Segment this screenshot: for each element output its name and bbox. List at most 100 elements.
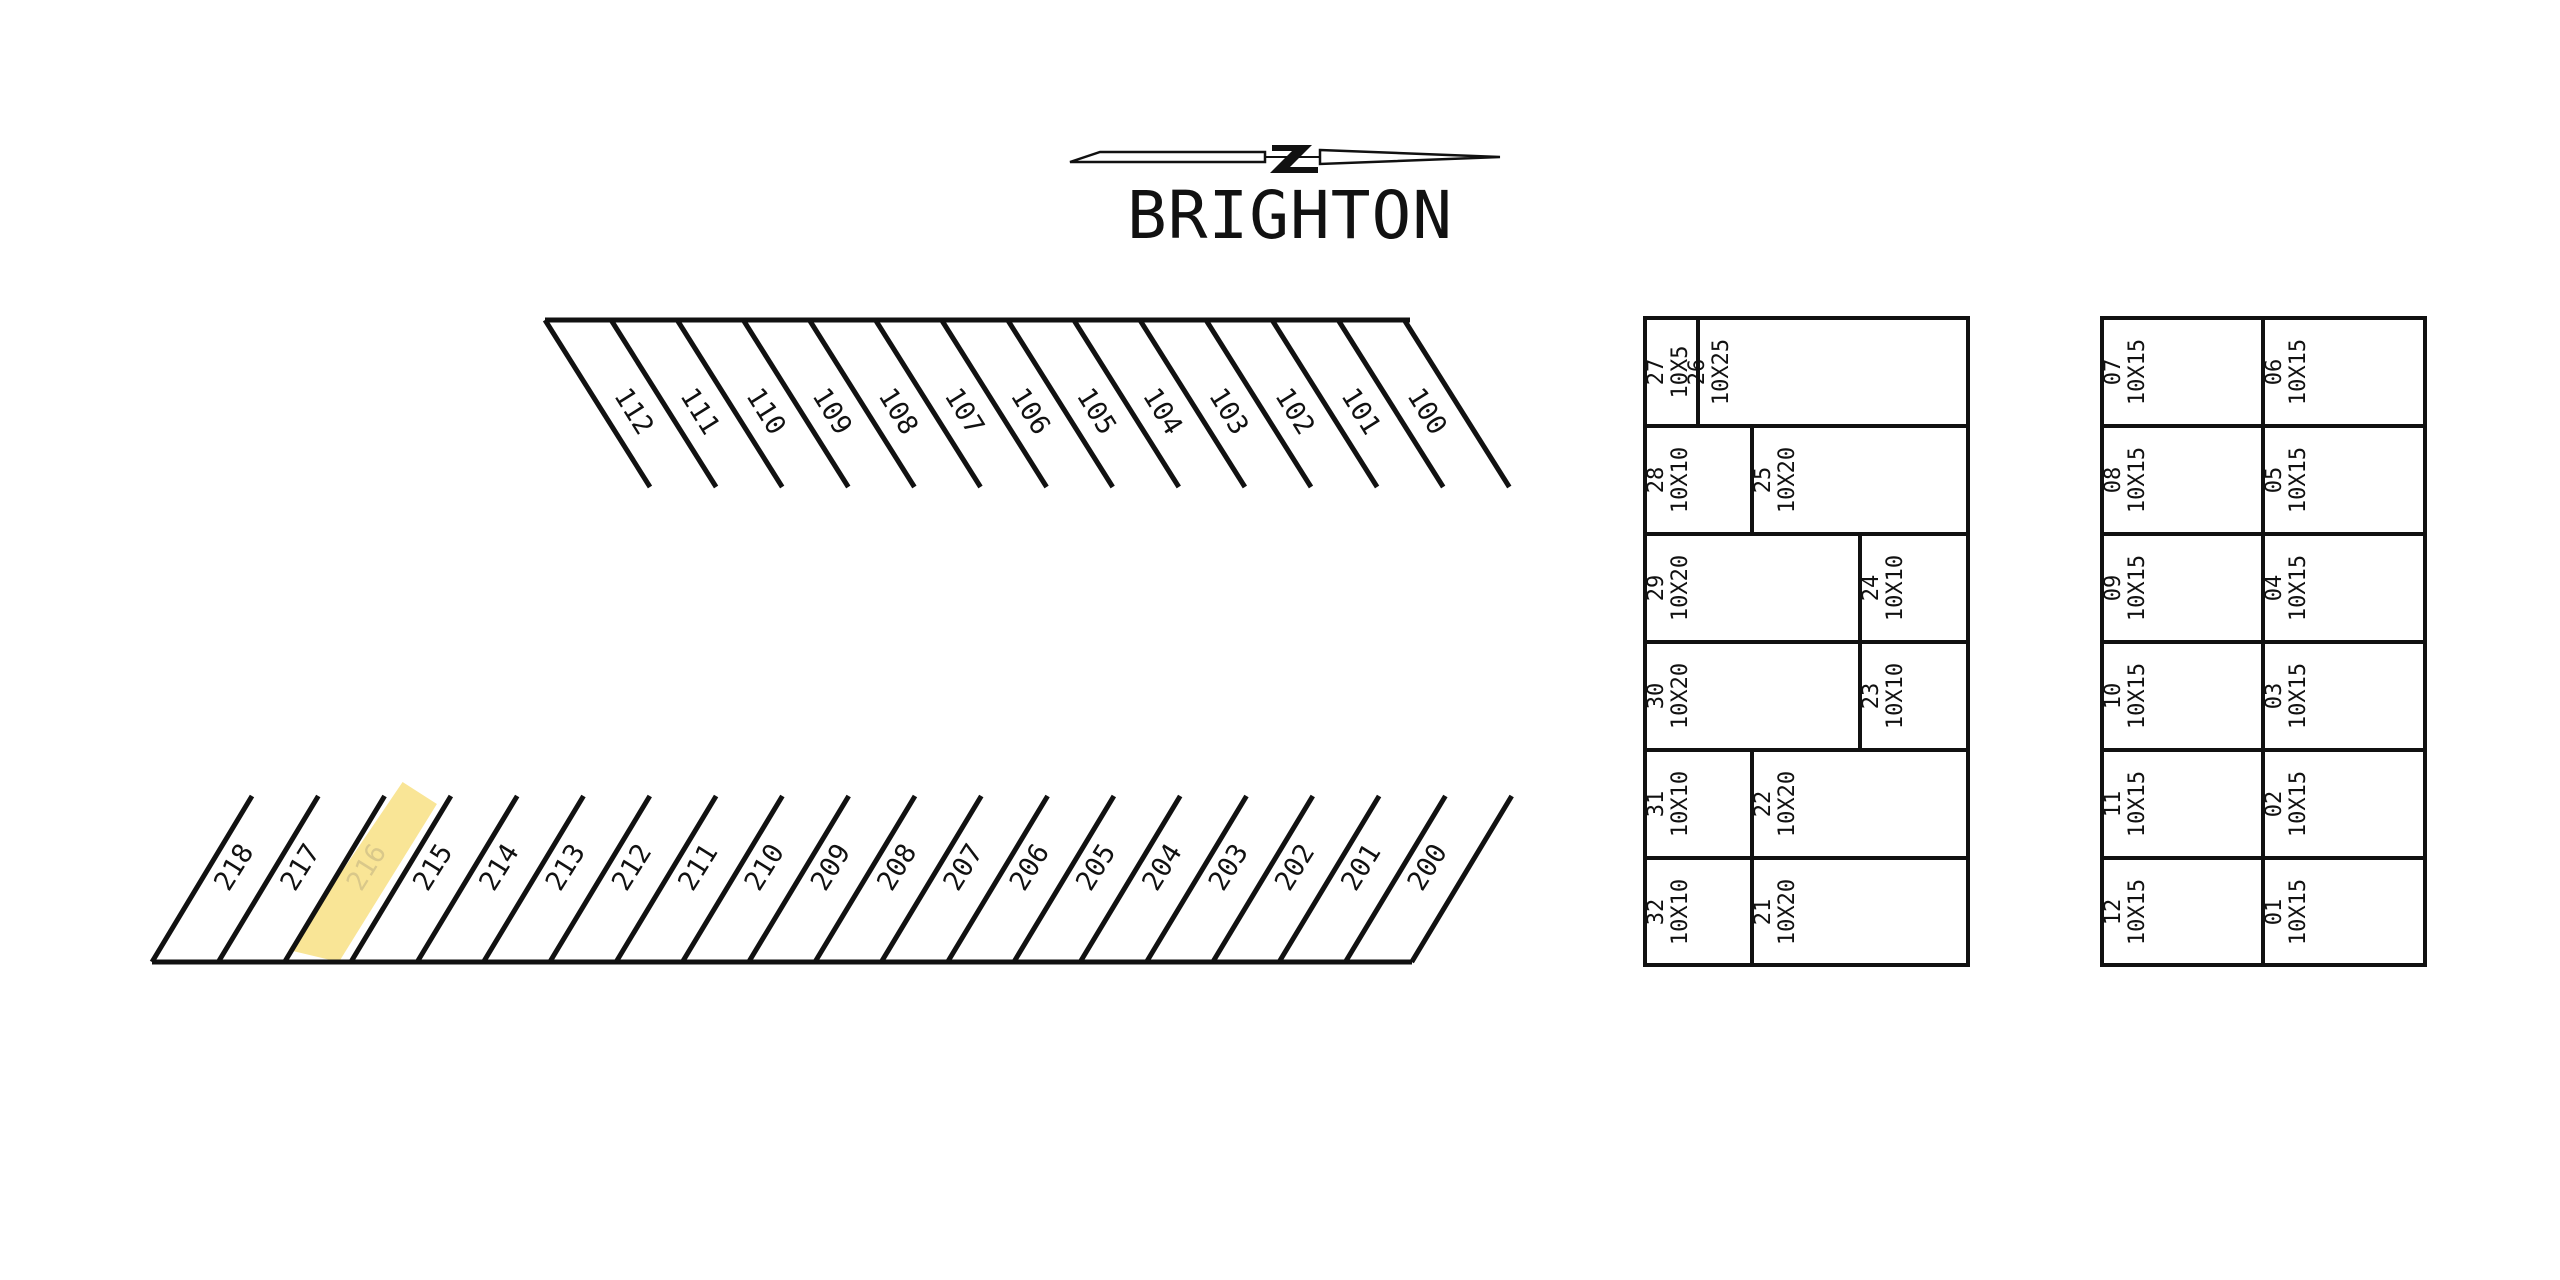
parking-spot-label[interactable]: 211 bbox=[672, 839, 724, 897]
unit-number: 02 bbox=[2262, 791, 2287, 818]
unit-size: 10X5 bbox=[1668, 346, 1693, 399]
unit-number: 25 bbox=[1751, 467, 1776, 494]
unit-size: 10X15 bbox=[2286, 663, 2311, 729]
bottom-stall-divider bbox=[1011, 794, 1117, 964]
bottom-stall-divider bbox=[547, 794, 652, 964]
unit-number: 31 bbox=[1644, 791, 1669, 818]
top-stall-divider bbox=[1005, 318, 1115, 489]
top-stall-divider bbox=[807, 318, 917, 489]
parking-spot-label[interactable]: 217 bbox=[275, 839, 327, 897]
highlighted-spot-marker bbox=[288, 782, 437, 962]
unit-number: 07 bbox=[2101, 359, 2126, 386]
bottom-stall-divider bbox=[415, 794, 520, 964]
unit-size: 10X10 bbox=[1883, 555, 1908, 621]
unit-number: 28 bbox=[1644, 467, 1669, 494]
parking-spot-label[interactable]: 206 bbox=[1004, 839, 1056, 897]
unit-size: 10X15 bbox=[2286, 339, 2311, 405]
parking-spot-label[interactable]: 212 bbox=[606, 839, 658, 897]
parking-spot-label[interactable]: 213 bbox=[540, 839, 592, 897]
unit-number: 32 bbox=[1644, 899, 1669, 926]
top-stall-divider bbox=[1269, 318, 1380, 489]
parking-spot-label[interactable]: 202 bbox=[1269, 839, 1321, 897]
unit-number: 01 bbox=[2262, 899, 2287, 926]
parking-spot-label[interactable]: 203 bbox=[1203, 839, 1255, 897]
bottom-stall-divider bbox=[348, 794, 454, 964]
unit-number: 30 bbox=[1644, 683, 1669, 710]
parking-spot-label[interactable]: 207 bbox=[938, 839, 990, 897]
parking-spot-label[interactable]: 200 bbox=[1402, 839, 1454, 897]
page-title: BRIGHTON bbox=[1127, 177, 1453, 254]
unit-size: 10X15 bbox=[2286, 555, 2311, 621]
parking-spot-label[interactable]: 208 bbox=[871, 839, 923, 897]
unit-number: 05 bbox=[2262, 467, 2287, 494]
top-stall-divider bbox=[1402, 318, 1512, 489]
parking-spot-label[interactable]: 209 bbox=[805, 839, 857, 897]
unit-size: 10X10 bbox=[1668, 447, 1693, 513]
top-stall-divider bbox=[608, 318, 719, 489]
bottom-stall-divider bbox=[613, 794, 719, 964]
bottom-stall-divider bbox=[149, 794, 255, 964]
unit-number: 22 bbox=[1751, 791, 1776, 818]
top-stall-divider bbox=[939, 318, 1049, 489]
parking-spot-label[interactable]: 205 bbox=[1070, 839, 1122, 897]
unit-number: 23 bbox=[1859, 683, 1884, 710]
unit-number: 10 bbox=[2101, 683, 2126, 710]
unit-size: 10X15 bbox=[2125, 663, 2150, 729]
unit-number: 11 bbox=[2101, 791, 2126, 818]
unit-size: 10X20 bbox=[1775, 771, 1800, 837]
unit-size: 10X15 bbox=[2125, 447, 2150, 513]
unit-size: 10X15 bbox=[2286, 771, 2311, 837]
bottom-stall-divider bbox=[879, 794, 984, 964]
parking-spot-label[interactable]: 218 bbox=[208, 839, 260, 897]
bottom-stall-divider bbox=[680, 794, 785, 964]
parking-spot-label[interactable]: 201 bbox=[1335, 839, 1387, 897]
unit-size: 10X10 bbox=[1668, 771, 1693, 837]
parking-spot-label[interactable]: 215 bbox=[407, 839, 459, 897]
north-arrow-icon bbox=[1069, 145, 1501, 173]
parking-spot-label[interactable]: 204 bbox=[1136, 839, 1188, 897]
unit-number: 09 bbox=[2101, 575, 2126, 602]
top-stall-divider bbox=[1071, 318, 1181, 489]
top-stall-divider bbox=[741, 318, 851, 489]
bottom-stall-divider bbox=[1144, 794, 1249, 964]
top-stall-divider bbox=[542, 318, 653, 489]
top-stall-divider bbox=[1336, 318, 1446, 489]
unit-size: 10X10 bbox=[1883, 663, 1908, 729]
unit-number: 03 bbox=[2262, 683, 2287, 710]
unit-size: 10X20 bbox=[1775, 879, 1800, 945]
parking-spot-label[interactable]: 214 bbox=[473, 839, 525, 897]
bottom-stall-divider bbox=[1210, 794, 1315, 964]
top-stall-divider bbox=[1137, 318, 1248, 489]
top-stall-divider bbox=[1203, 318, 1314, 489]
unit-number: 24 bbox=[1859, 575, 1884, 602]
parking-spot-label[interactable]: 210 bbox=[739, 839, 791, 897]
bottom-stall-divider bbox=[216, 794, 321, 964]
